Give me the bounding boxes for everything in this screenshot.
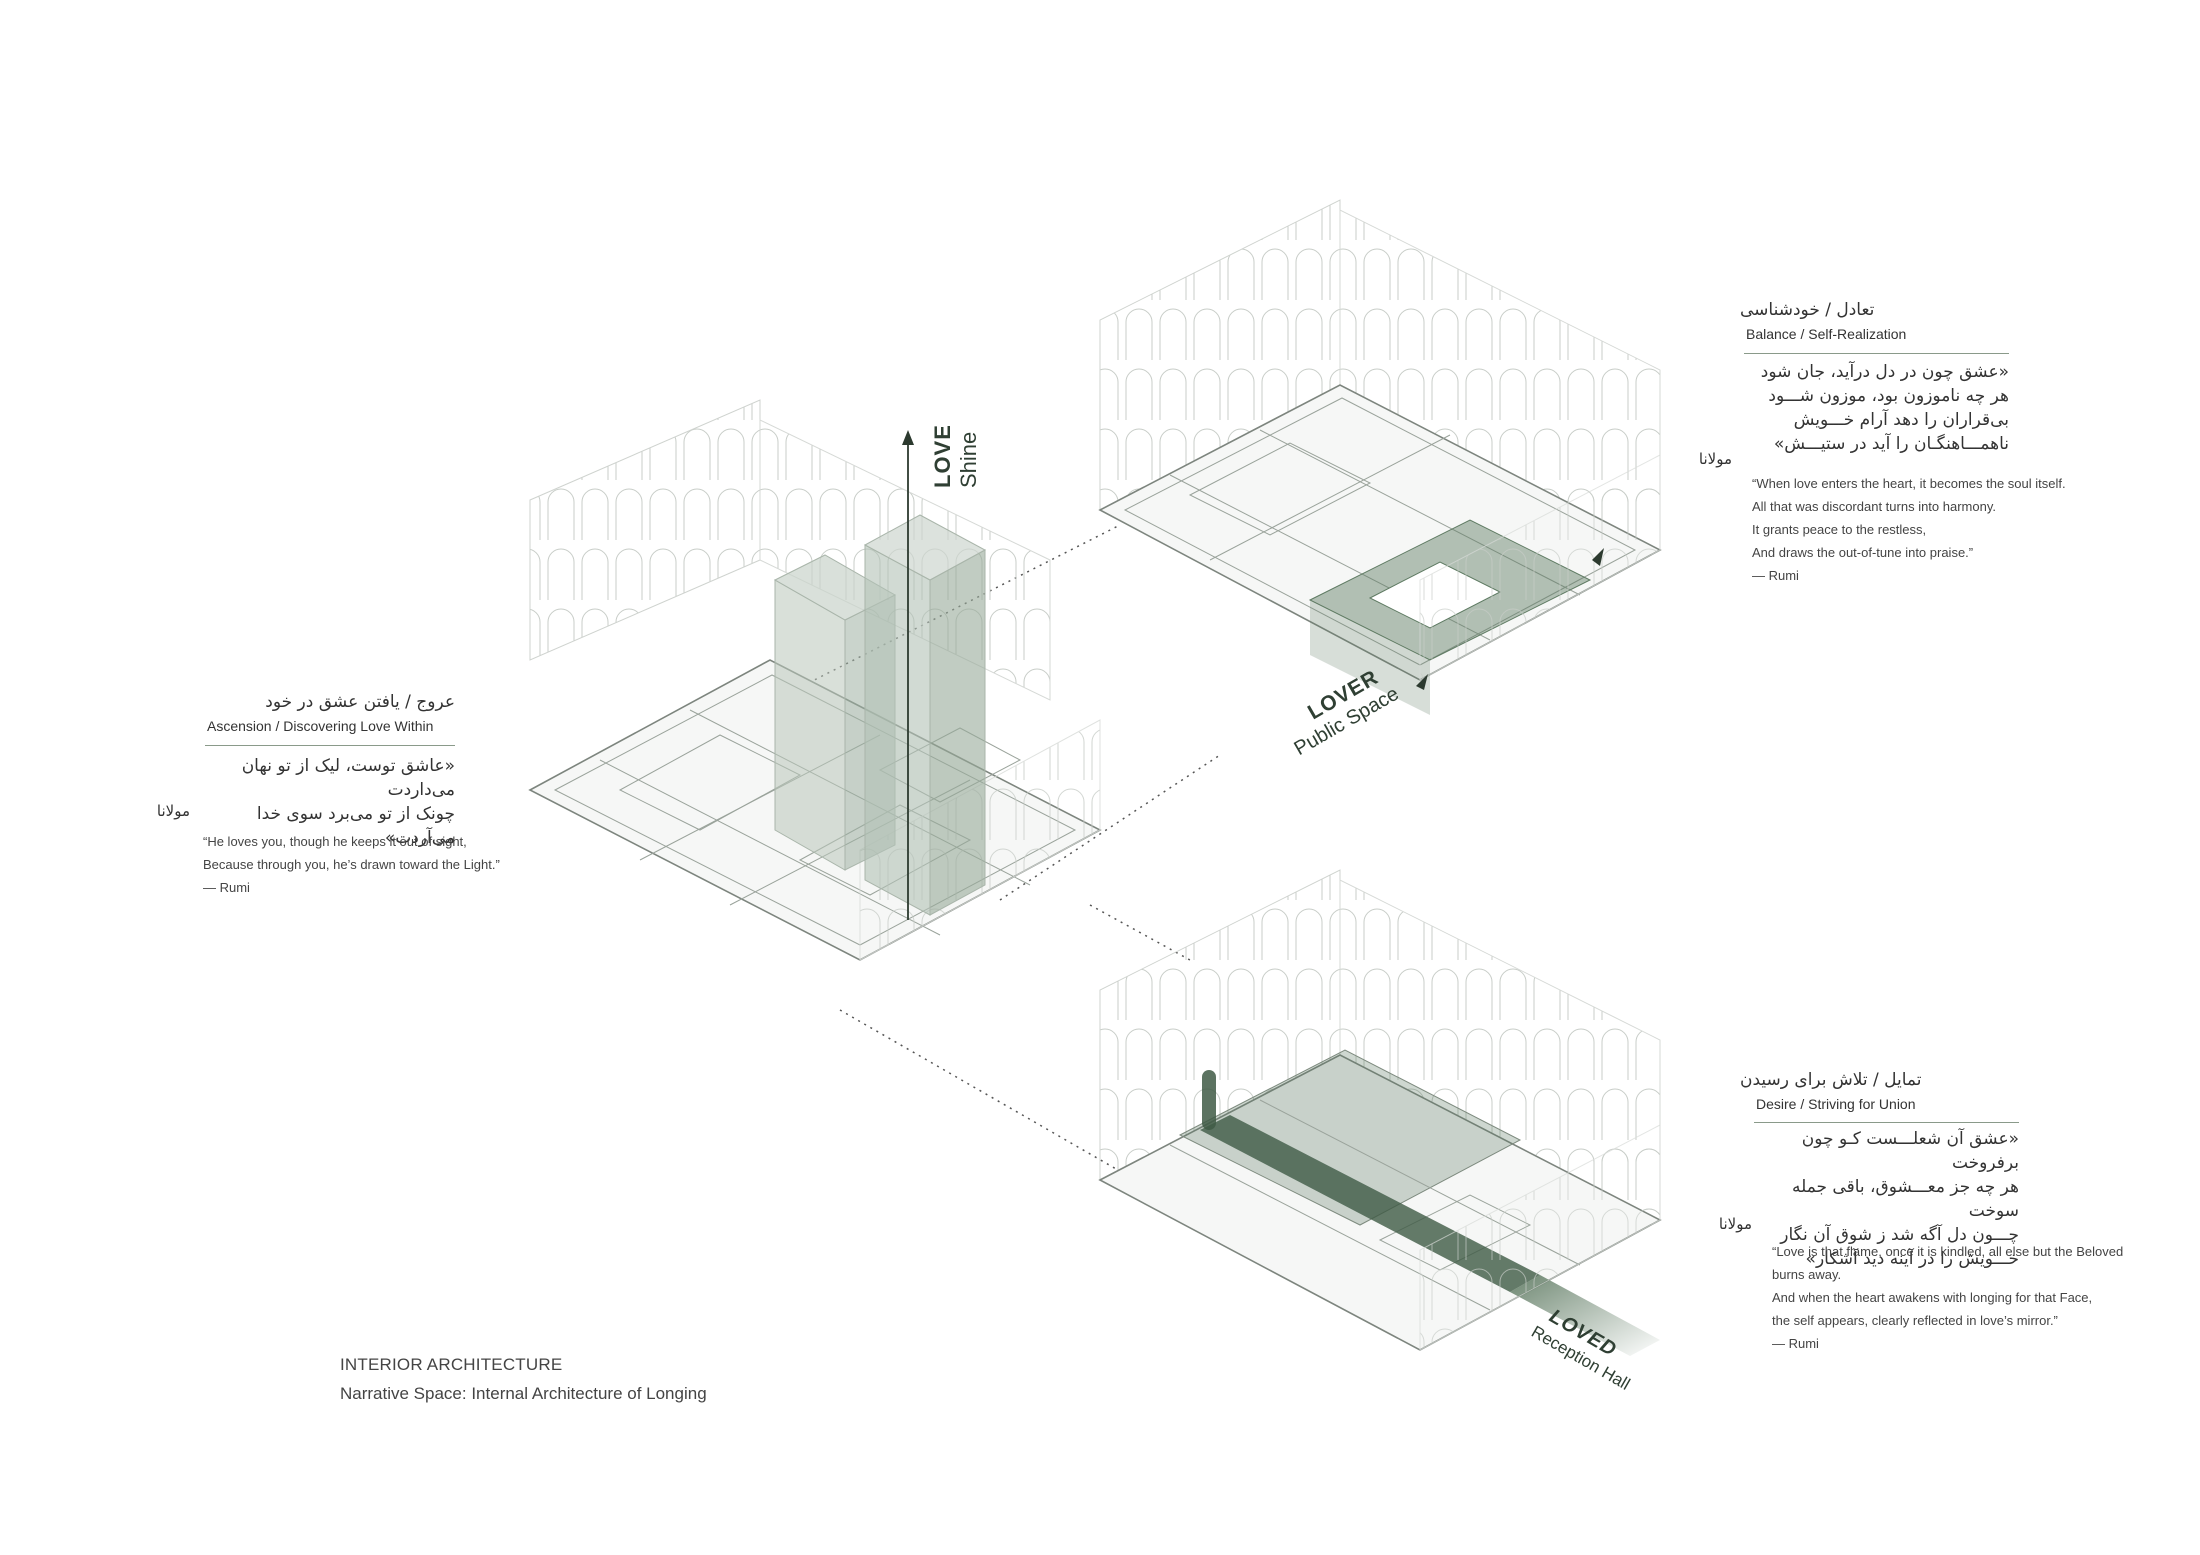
tag-love: LOVE Shine bbox=[930, 424, 981, 488]
desire-quote-author: — Rumi bbox=[1772, 1336, 1819, 1351]
desire-quote-line-3: And when the heart awakens with longing … bbox=[1772, 1290, 2093, 1305]
building-balance bbox=[1098, 199, 1662, 715]
lover-arrow-head bbox=[1416, 674, 1428, 690]
ascension-quote-line-2: Because through you, he’s drawn toward t… bbox=[203, 857, 500, 872]
building-desire bbox=[1098, 869, 1662, 1356]
ascension-quote-author: — Rumi bbox=[203, 880, 250, 895]
desire-quote-en: “Love is that flame, once it is kindled,… bbox=[1772, 1240, 2123, 1355]
balance-quote-en: “When love enters the heart, it becomes … bbox=[1752, 472, 2066, 587]
desire-title-fa: تمایل / تلاش برای رسیدن bbox=[1740, 1070, 1922, 1090]
ascension-poem-line-1: «عاشق توست، لیک از تو نهان می‌داردت bbox=[241, 756, 455, 800]
desire-poem-line-2: هر چه جز معـــشوق، باقی جمله سوخت bbox=[1791, 1177, 2019, 1221]
balance-quote-author: — Rumi bbox=[1752, 568, 1799, 583]
desire-quote-line-4: the self appears, clearly reflected in l… bbox=[1772, 1313, 2058, 1328]
footer-title: INTERIOR ARCHITECTURE bbox=[340, 1355, 563, 1374]
desire-title-en: Desire / Striving for Union bbox=[1756, 1096, 1916, 1112]
desire-poem-line-4: خـــویش را در آینه دید آشکار» bbox=[1805, 1249, 2019, 1269]
balance-poem-line-1: «عشق چون در دل درآید، جان شود bbox=[1760, 362, 2009, 382]
balance-arrow-head bbox=[1592, 548, 1604, 566]
balance-poem-line-3: بی‌قراران را دهد آرام خـــویش bbox=[1793, 410, 2009, 430]
balance-poem-line-4: ناهمـــاهنگـان را آید در ستیـــش» bbox=[1773, 434, 2009, 454]
ascension-poem-line-2: چونک از تو می‌برد سوی خدا می‌آردت» bbox=[256, 804, 455, 848]
love-arrow-head bbox=[902, 430, 914, 445]
ascension-poem-fa: «عاشق توست، لیک از تو نهان می‌داردت چونک… bbox=[205, 754, 455, 850]
desire-quote-line-1: “Love is that flame, once it is kindled,… bbox=[1772, 1244, 2124, 1259]
balance-quote-line-2: All that was discordant turns into harmo… bbox=[1752, 499, 1996, 514]
love-towers bbox=[773, 514, 987, 916]
balance-quote-line-3: It grants peace to the restless, bbox=[1752, 522, 1927, 537]
balance-quote-line-4: And draws the out-of-tune into praise.” bbox=[1752, 545, 1974, 560]
ascension-quote-line-1: “He loves you, though he keeps it out of… bbox=[203, 834, 467, 849]
balance-poem-fa: «عشق چون در دل درآید، جان شود هر چه نامو… bbox=[1744, 360, 2009, 456]
ascension-poet-fa: مولانا bbox=[156, 802, 190, 820]
desire-poem-line-3: چـــون دل آگه شد ز شوق آن نگار bbox=[1780, 1225, 2019, 1245]
building-ascension bbox=[528, 399, 1102, 961]
connector-lines bbox=[764, 524, 1221, 1201]
ascension-title-fa: عروج / یافتن عشق در خود bbox=[265, 692, 455, 712]
footer-subtitle: Narrative Space: Internal Architecture o… bbox=[340, 1384, 707, 1403]
tag-love-word: LOVE bbox=[930, 424, 955, 488]
balance-title-fa: تعادل / خودشناسی bbox=[1740, 300, 1875, 320]
balance-quote-line-1: “When love enters the heart, it becomes … bbox=[1752, 476, 2066, 491]
ascension-quote-en: “He loves you, though he keeps it out of… bbox=[203, 830, 500, 899]
desire-rule bbox=[1754, 1122, 2019, 1123]
balance-poem-line-2: هر چه ناموزون بود، موزون شـــود bbox=[1768, 386, 2009, 406]
ascension-title-en: Ascension / Discovering Love Within bbox=[207, 718, 434, 734]
desire-poem-line-1: «عشق آن شعلـــست کـو چون برفروخت bbox=[1801, 1129, 2019, 1173]
tag-love-sub: Shine bbox=[956, 432, 981, 488]
balance-rule bbox=[1744, 353, 2009, 354]
balance-poet-fa: مولانا bbox=[1698, 450, 1732, 468]
balance-title-en: Balance / Self-Realization bbox=[1746, 326, 1907, 342]
desire-poem-fa: «عشق آن شعلـــست کـو چون برفروخت هر چه ج… bbox=[1754, 1127, 2019, 1271]
ascension-rule bbox=[205, 745, 455, 746]
desire-quote-line-2: burns away. bbox=[1772, 1267, 1842, 1282]
desire-poet-fa: مولانا bbox=[1718, 1215, 1752, 1233]
